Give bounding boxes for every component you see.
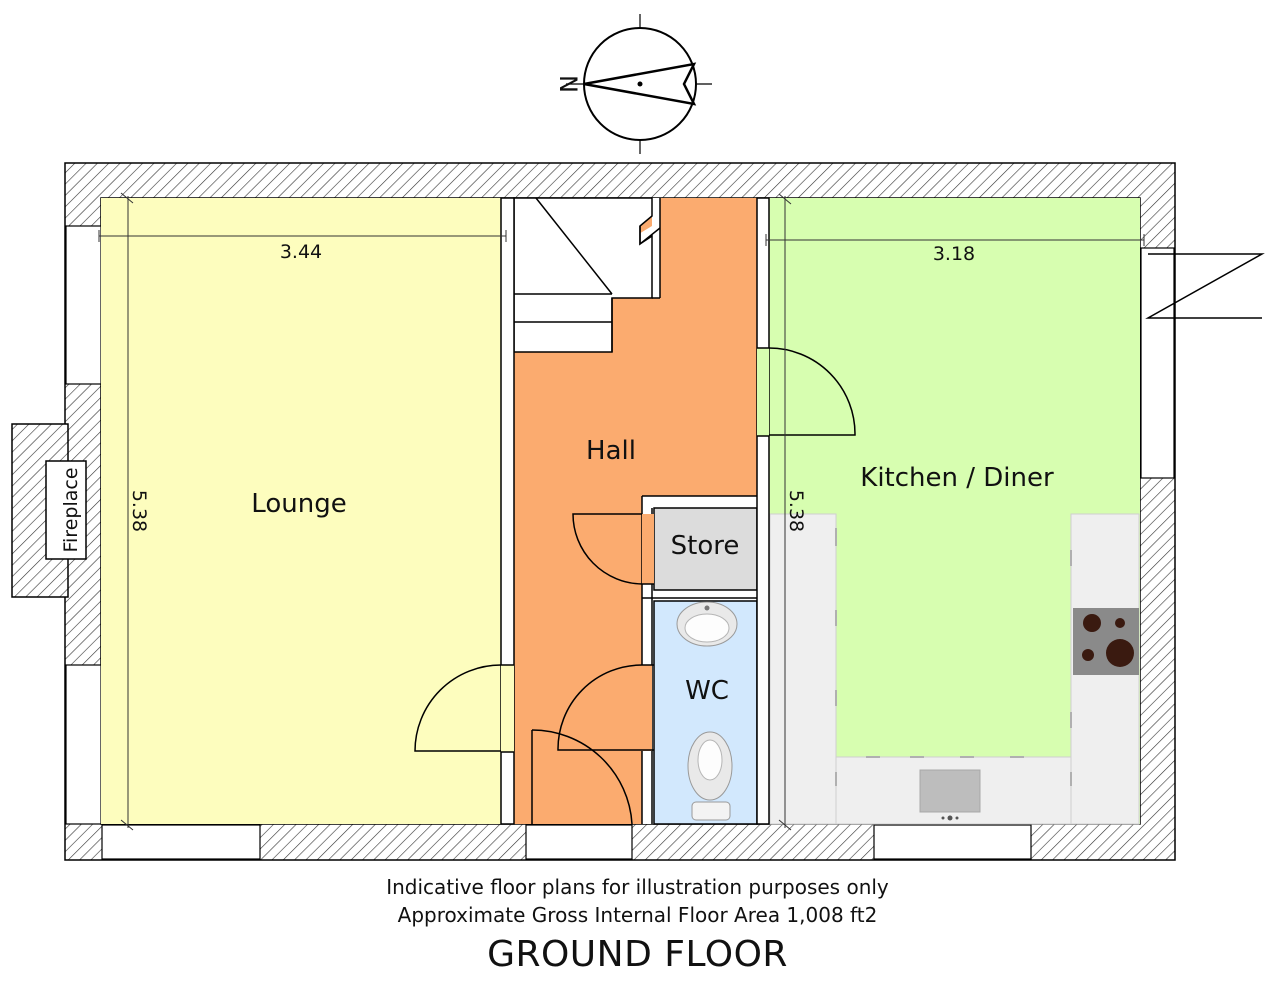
wash-basin-icon — [676, 601, 738, 647]
window-lounge-lower — [65, 664, 102, 825]
dimension-lounge-length: 5.38 — [128, 490, 150, 532]
room-label-wc: WC — [685, 676, 729, 706]
door-store — [572, 513, 643, 585]
door-kitchen — [768, 347, 856, 436]
window-hall-bottom — [525, 824, 633, 860]
wall-hall-kitchen — [756, 197, 770, 825]
room-label-hall: Hall — [586, 436, 636, 466]
compass: N — [554, 14, 712, 154]
dimension-kitchen-width: 3.18 — [933, 243, 975, 265]
door-wc — [557, 664, 643, 751]
room-label-lounge: Lounge — [251, 489, 346, 519]
windows — [65, 225, 1175, 860]
toilet-icon — [687, 731, 733, 821]
stairs — [513, 197, 661, 353]
kitchen-units — [769, 513, 1140, 825]
room-lounge — [101, 198, 501, 824]
compass-north-label: N — [554, 75, 582, 93]
kitchen-sink-icon — [919, 769, 981, 821]
fireplace-label: Fireplace — [60, 467, 82, 552]
room-hall — [514, 198, 757, 824]
disclaimer-note: Indicative floor plans for illustration … — [386, 875, 889, 899]
floor-title: GROUND FLOOR — [487, 934, 788, 975]
wc — [642, 596, 758, 825]
window-kitchen-bottom — [873, 824, 1032, 860]
fireplace: Fireplace — [45, 460, 87, 560]
dimension-lounge-width: 3.44 — [280, 241, 322, 263]
window-lounge-upper — [65, 225, 102, 385]
dimension-lines — [98, 192, 1145, 831]
hob-icon — [1073, 608, 1139, 675]
room-label-kitchen-diner: Kitchen / Diner — [860, 463, 1054, 493]
store — [642, 496, 758, 596]
dimension-kitchen-length: 5.38 — [785, 490, 807, 532]
window-kitchen-right — [1140, 247, 1175, 479]
room-label-store: Store — [671, 531, 740, 561]
room-store — [653, 507, 758, 591]
worktop-joints — [835, 528, 1072, 786]
window-lounge-bottom — [101, 824, 261, 860]
doors — [414, 253, 1265, 825]
door-patio — [1145, 253, 1265, 319]
floor-area-note: Approximate Gross Internal Floor Area 1,… — [397, 903, 878, 927]
worktop-left — [769, 513, 837, 825]
door-lounge — [414, 664, 502, 752]
